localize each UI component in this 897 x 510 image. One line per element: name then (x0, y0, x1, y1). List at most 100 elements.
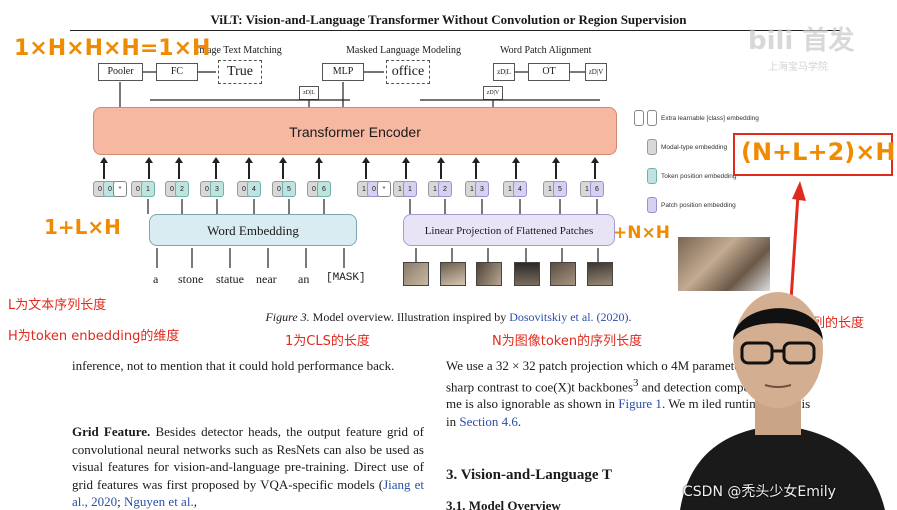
arrow-up (437, 157, 445, 179)
mlm-label: Masked Language Modeling (346, 45, 461, 56)
fc-box: FC (156, 63, 198, 81)
arrow-up (175, 157, 183, 179)
paper-header: ViLT: Vision-and-Language Transformer Wi… (210, 12, 687, 27)
watermark-sub: 上海宝马学院 (768, 62, 828, 73)
input-word: near (256, 272, 277, 286)
patch-position-token: 4 (513, 181, 527, 197)
caption-citation-link[interactable]: Dosovitskiy et al. (2020) (509, 310, 629, 324)
arrow-up (100, 157, 108, 179)
legend-swatch-token-pos (647, 168, 657, 184)
bilibili-watermark: bili 首发 (748, 26, 855, 56)
csdn-watermark: CSDN @秃头少女Emily (683, 484, 836, 500)
paper-left-para-2: Grid Feature. Besides detector heads, th… (72, 423, 424, 510)
section-4-6-link[interactable]: Section 4.6 (459, 413, 518, 429)
right-text-h: . (517, 413, 522, 429)
footnote-marker: 3 (633, 376, 639, 389)
arrow-up (552, 157, 560, 179)
patch-position-token: 2 (438, 181, 452, 197)
cls-token: * (377, 181, 391, 197)
input-word-mask: [MASK] (326, 272, 366, 284)
source-image-grid (678, 237, 770, 291)
right-text-e: me is also ignorable as shown in (446, 396, 619, 412)
input-word: an (298, 272, 310, 286)
image-patch (440, 262, 466, 286)
office-output-box: office (386, 60, 430, 84)
position-token: 6 (317, 181, 331, 197)
citation-tail: , (193, 494, 197, 509)
right-text-c: e(X)t backbones (547, 378, 634, 394)
patch-position-token: 3 (475, 181, 489, 197)
position-token: 2 (175, 181, 189, 197)
legend-label-patch-pos: Patch position embedding (661, 202, 736, 209)
note-N: N为图像token的序列长度 (492, 334, 643, 349)
caption-prefix: Figure 3. (265, 310, 310, 324)
arrow-up (512, 157, 520, 179)
section-3-heading: 3. Vision-and-Language T (446, 467, 613, 483)
position-token: 3 (210, 181, 224, 197)
arrow-up (245, 157, 253, 179)
legend-swatch-cls (634, 110, 644, 126)
note-L: L为文本序列长度 (8, 298, 107, 313)
citation-link-nguyen[interactable]: Nguyen et al. (124, 494, 194, 509)
legend-label-cls: Extra learnable [class] embedding (661, 115, 759, 122)
zd-v-box: zD|V (585, 63, 607, 81)
zd-l-box: zD|L (493, 63, 515, 81)
right-text-f: . We m (661, 396, 699, 412)
patch-position-token: 6 (590, 181, 604, 197)
right-text-a: We use a 32 × 32 patch projection which … (446, 358, 668, 373)
figure-connectors (119, 71, 600, 107)
note-H: H为token enbedding的维度 (8, 329, 180, 344)
itm-label: Image Text Matching (196, 45, 282, 56)
image-patch (514, 262, 540, 286)
arrow-up (212, 157, 220, 179)
linear-projection-block: Linear Projection of Flattened Patches (403, 214, 615, 246)
formula-annotation-total: (N+L+2)×H (741, 138, 896, 166)
caption-end: . (628, 310, 632, 324)
position-token: 5 (282, 181, 296, 197)
formula-annotation-left: 1+L×H (44, 215, 121, 239)
legend-label-token-pos: Token position embedding (661, 173, 737, 180)
word-embedding-block: Word Embedding (149, 214, 357, 246)
cls-token: * (113, 181, 127, 197)
transformer-encoder-block: Transformer Encoder (93, 107, 617, 155)
arrow-up (591, 157, 599, 179)
section-3-1-heading: 3.1. Model Overview (446, 498, 561, 510)
arrow-up (145, 157, 153, 179)
image-patch (550, 262, 576, 286)
figure-caption: Figure 3. Model overview. Illustration i… (0, 310, 897, 325)
citation-link-jiang[interactable]: Jiang et al., 2020 (72, 476, 424, 510)
legend-label-modal: Modal-type embedding (661, 144, 728, 151)
caption-text: Model overview. Illustration inspired by (309, 310, 510, 324)
arrow-up (315, 157, 323, 179)
image-patch (476, 262, 502, 286)
input-word: statue (216, 272, 244, 286)
grid-feature-text: Besides detector heads, the output featu… (72, 424, 424, 492)
formula-annotation-n: +N×H (613, 223, 670, 243)
highlight-box (733, 133, 893, 176)
true-output-box: True (218, 60, 262, 84)
patch-position-token: 1 (403, 181, 417, 197)
input-word: stone (178, 272, 204, 286)
input-word: a (153, 272, 159, 286)
position-token: 1 (141, 181, 155, 197)
citation-sep: ; (117, 494, 125, 509)
arrow-up (402, 157, 410, 179)
image-patch (403, 262, 429, 286)
mlp-box: MLP (322, 63, 364, 81)
legend-swatch-modal (647, 139, 657, 155)
grid-feature-heading: Grid Feature. (72, 424, 151, 439)
paper-left-para-1: inference, not to mention that it could … (72, 358, 395, 373)
formula-annotation-top: 1×H×H×H=1×H (14, 36, 211, 61)
legend-swatch-patch-pos (647, 197, 657, 213)
pooler-box: Pooler (98, 63, 143, 81)
arrow-up (362, 157, 370, 179)
presenter-video (680, 292, 885, 510)
figure-1-link[interactable]: Figure 1 (618, 396, 662, 412)
legend-swatch-cls (647, 110, 657, 126)
position-token: 4 (247, 181, 261, 197)
header-rule (70, 30, 840, 31)
wpa-label: Word Patch Alignment (500, 45, 592, 56)
arrow-up (472, 157, 480, 179)
note-cls: 1为CLS的长度 (285, 334, 370, 349)
image-patch (587, 262, 613, 286)
